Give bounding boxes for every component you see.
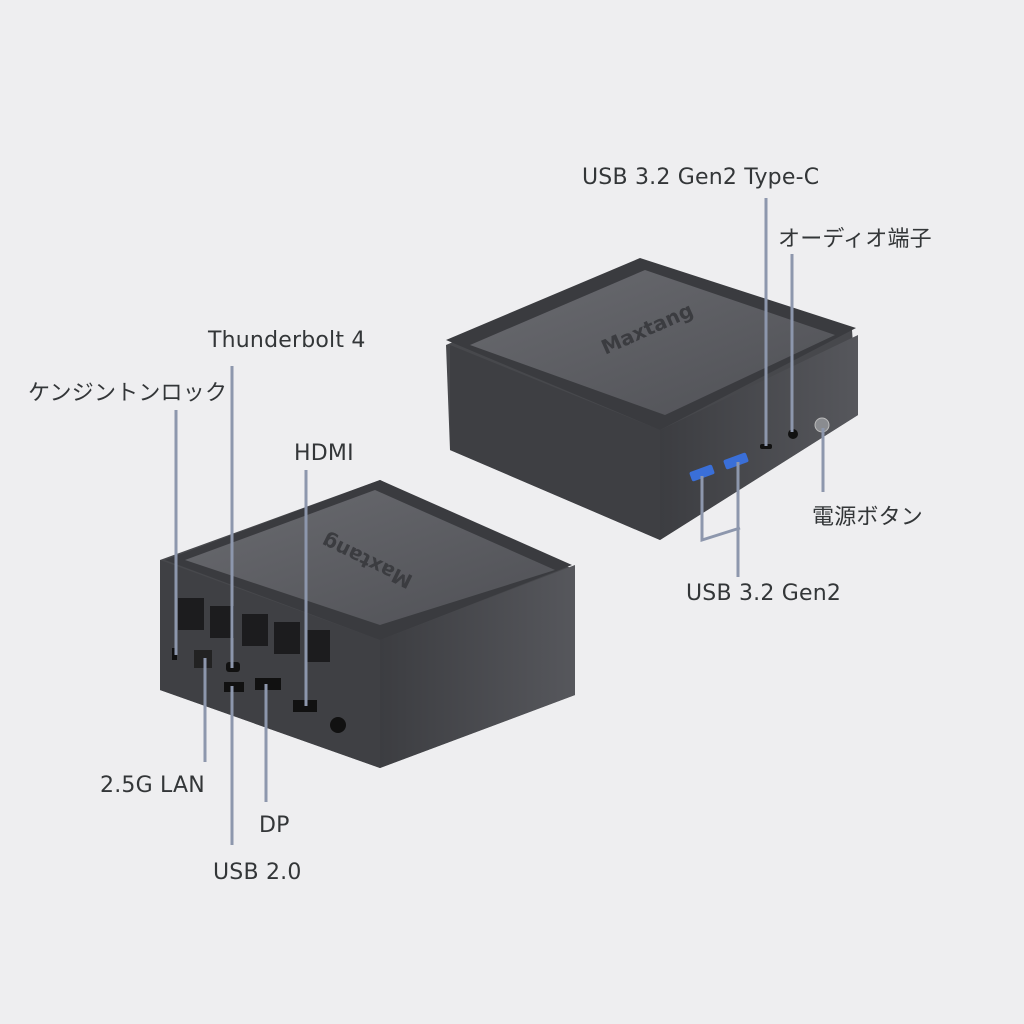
label-usb-type-c: USB 3.2 Gen2 Type-C	[582, 165, 820, 190]
label-hdmi: HDMI	[294, 441, 354, 466]
label-dp: DP	[259, 813, 290, 838]
front-unit: Maxtang	[446, 258, 858, 540]
label-usb2: USB 2.0	[213, 860, 302, 885]
label-power-button: 電源ボタン	[812, 505, 924, 530]
label-usb-a: USB 3.2 Gen2	[686, 581, 842, 606]
label-kensington-lock: ケンジントンロック	[28, 381, 228, 406]
label-audio-jack: オーディオ端子	[778, 227, 932, 252]
label-thunderbolt: Thunderbolt 4	[208, 328, 366, 353]
rear-unit: Maxtang	[160, 480, 575, 768]
label-lan: 2.5G LAN	[100, 773, 205, 798]
callout-lines	[174, 198, 825, 845]
